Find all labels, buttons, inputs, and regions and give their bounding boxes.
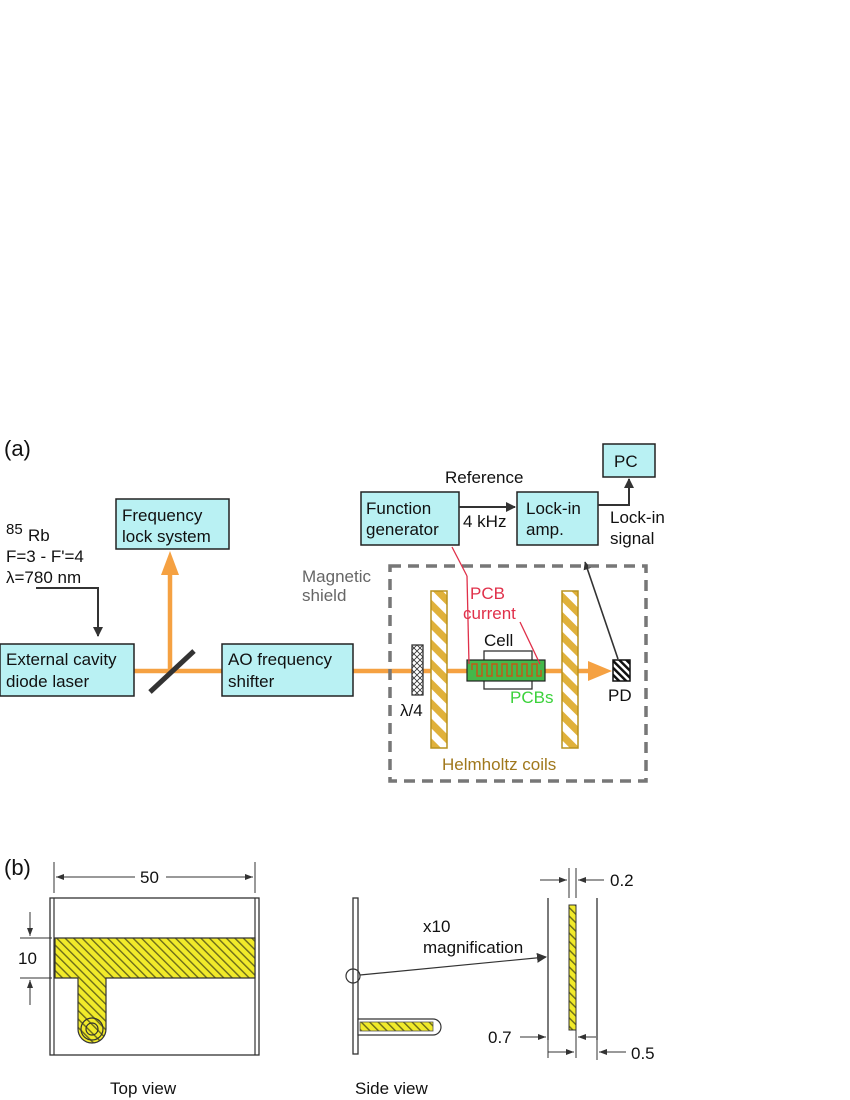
magnetic-shield-label: Magnetic — [302, 567, 371, 586]
pcb-current-label: PCB — [470, 584, 505, 603]
magnetic-shield — [388, 564, 648, 783]
side-view-label: Side view — [355, 1079, 428, 1098]
isotope-mass: 85 — [6, 521, 23, 538]
quarter-waveplate — [411, 644, 424, 696]
svg-text:Lock-in: Lock-in — [526, 499, 581, 518]
dimension-0-2-label: 0.2 — [610, 871, 634, 890]
helmholtz-label: Helmholtz coils — [442, 755, 556, 774]
waveplate-label: λ/4 — [400, 701, 423, 720]
lockin-signal-label: Lock-in — [610, 508, 665, 527]
width-dimension-label: 50 — [140, 868, 159, 887]
frequency-label: 4 kHz — [463, 512, 506, 531]
svg-text:Function: Function — [366, 499, 431, 518]
side-view-drawing — [345, 897, 547, 1055]
cell-label: Cell — [484, 631, 513, 650]
magnetic-shield-label-2: shield — [302, 586, 346, 605]
pd-label: PD — [608, 686, 632, 705]
magnification-label: x10 — [423, 917, 450, 936]
transition-label: F=3 - F'=4 — [6, 547, 84, 566]
atom-to-laser-arrow — [36, 587, 103, 637]
lockin-signal-label-2: signal — [610, 529, 654, 548]
pcbs-label: PCBs — [510, 688, 553, 707]
svg-text:diode laser: diode laser — [6, 672, 90, 691]
svg-text:AO frequency: AO frequency — [228, 650, 332, 669]
svg-text:shifter: shifter — [228, 672, 275, 691]
helmholtz-coil-right — [561, 590, 579, 749]
reference-label: Reference — [445, 468, 523, 487]
height-dimension-label: 10 — [18, 949, 37, 968]
magnification-label-2: magnification — [423, 938, 523, 957]
vapor-cell — [466, 650, 546, 690]
top-view-label: Top view — [110, 1079, 177, 1098]
magnified-view-drawing — [520, 868, 626, 1060]
panel-a-label: (a) — [4, 436, 31, 461]
laser-box: External cavity diode laser — [0, 643, 135, 697]
svg-text:PC: PC — [614, 452, 638, 471]
dimension-0-5-label: 0.5 — [631, 1044, 655, 1063]
element-symbol: Rb — [28, 526, 50, 545]
ao-shifter-box: AO frequency shifter — [221, 643, 354, 697]
helmholtz-coil-left — [430, 590, 448, 749]
svg-text:External cavity: External cavity — [6, 650, 117, 669]
beam-up-arrowhead — [161, 551, 179, 575]
svg-text:generator: generator — [366, 520, 439, 539]
photodiode — [612, 659, 631, 682]
svg-text:lock system: lock system — [122, 527, 211, 546]
beam-right-arrowhead — [588, 661, 612, 681]
atom-info: 85 Rb F=3 - F'=4 λ=780 nm — [6, 521, 84, 587]
pcb-current-label-2: current — [463, 604, 516, 623]
panel-b-label: (b) — [4, 855, 31, 880]
svg-text:amp.: amp. — [526, 520, 564, 539]
pc-box: PC — [602, 443, 656, 478]
wavelength-label: λ=780 nm — [6, 568, 81, 587]
frequency-lock-box: Frequency lock system — [115, 498, 230, 550]
top-view-drawing — [20, 862, 260, 1056]
dimension-0-7-label: 0.7 — [488, 1028, 512, 1047]
lockin-amp-box: Lock-in amp. — [516, 491, 599, 546]
lockin-to-pc-arrow — [598, 478, 634, 506]
pd-to-lockin-arrow — [583, 561, 619, 660]
function-generator-box: Function generator — [360, 491, 460, 546]
svg-text:Frequency: Frequency — [122, 506, 203, 525]
beam-splitter — [148, 649, 196, 694]
pcb-current-wires — [451, 546, 541, 665]
